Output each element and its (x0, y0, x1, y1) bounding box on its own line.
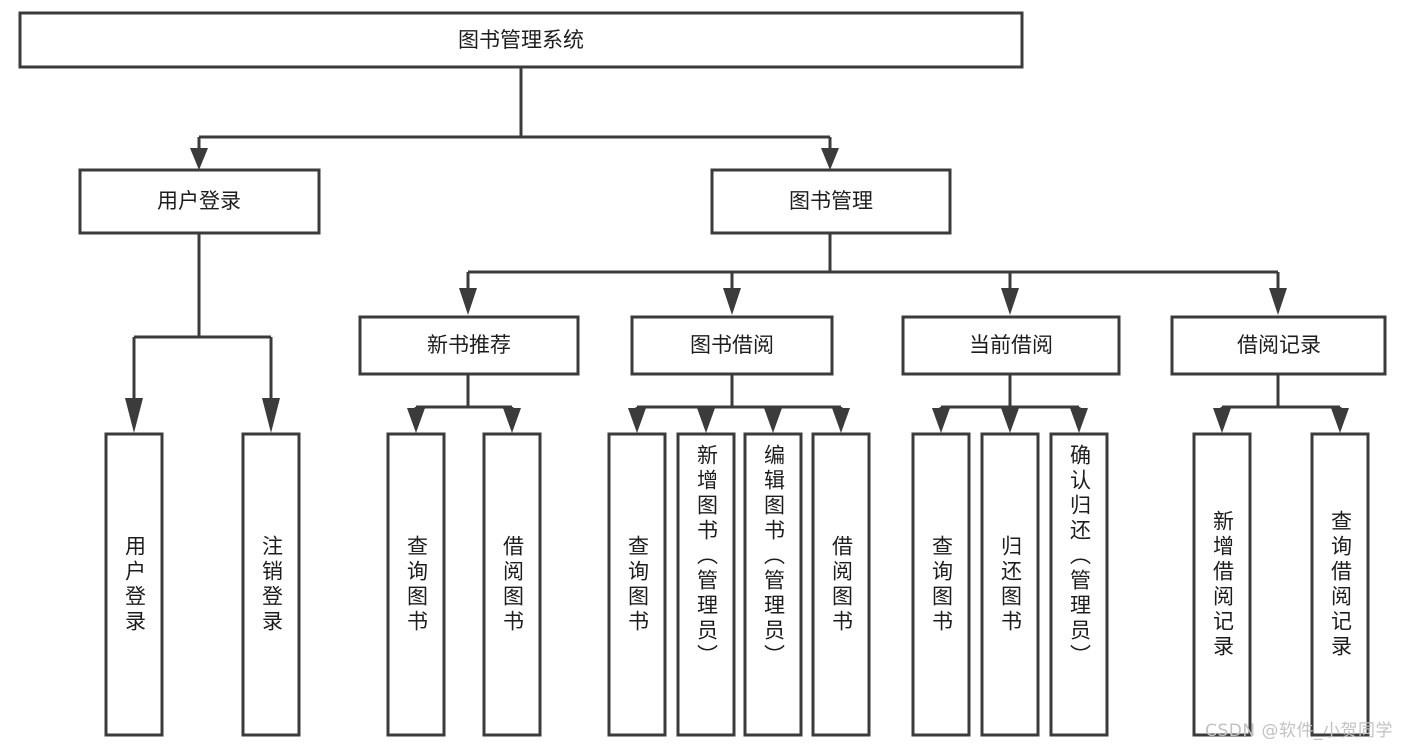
leaf-box-new-book-2[interactable] (482, 432, 542, 737)
arrow-root-to-book-manage-icon (821, 148, 839, 170)
arrow-current-borrow-leaf-2-icon (1001, 408, 1019, 433)
node-book-manage[interactable]: 图书管理 (710, 168, 952, 235)
leaf-box-current-borrow-1[interactable] (911, 432, 971, 737)
node-book-manage-box[interactable] (710, 168, 952, 235)
node-current-borrow-label: 当前借阅 (969, 333, 1053, 357)
leaf-box-book-borrow-4[interactable] (811, 432, 871, 737)
node-root-label: 图书管理系统 (458, 28, 584, 52)
arrow-user-login-leaf-1-icon (125, 398, 143, 433)
leaf-box-borrow-record-1[interactable] (1192, 432, 1252, 737)
node-borrow-record-box[interactable] (1170, 315, 1387, 376)
node-new-book-recommend-box[interactable] (358, 315, 580, 376)
arrow-book-borrow-leaf-1-icon (628, 408, 646, 433)
arrow-book-borrow-leaf-4-icon (832, 408, 850, 433)
leaf-box-borrow-record-2[interactable] (1310, 432, 1370, 737)
connector-layer (125, 67, 1349, 433)
arrow-borrow-record-leaf-2-icon (1331, 408, 1349, 433)
node-user-login[interactable]: 用户登录 (78, 168, 321, 235)
node-borrow-record[interactable]: 借阅记录 (1170, 315, 1387, 376)
watermark-text: CSDN @软件_小贺同学 (1205, 721, 1393, 741)
arrow-new-book-leaf-2-icon (503, 408, 521, 433)
node-book-borrow[interactable]: 图书借阅 (630, 315, 834, 376)
leaf-box-user-login-2[interactable] (241, 432, 301, 737)
arrow-current-borrow-leaf-3-icon (1070, 408, 1088, 433)
arrow-to-new-book-recommend-icon (459, 288, 477, 315)
arrow-root-to-user-login-icon (190, 148, 208, 170)
arrow-borrow-record-leaf-1-icon (1213, 408, 1231, 433)
leaf-box-book-borrow-1[interactable] (607, 432, 667, 737)
arrow-new-book-leaf-1-icon (407, 408, 425, 433)
leaf-box-current-borrow-2[interactable] (980, 432, 1040, 737)
arrow-to-current-borrow-icon (1001, 288, 1019, 315)
node-new-book-recommend-label: 新书推荐 (427, 333, 511, 357)
arrow-user-login-leaf-2-icon (262, 398, 280, 433)
arrow-book-borrow-leaf-2-icon (697, 408, 715, 433)
leaf-box-new-book-1[interactable] (386, 432, 446, 737)
arrow-to-book-borrow-icon (723, 288, 741, 315)
node-new-book-recommend[interactable]: 新书推荐 (358, 315, 580, 376)
node-root-box[interactable] (18, 11, 1024, 69)
leaf-box-book-borrow-3[interactable] (743, 432, 803, 737)
node-root[interactable]: 图书管理系统 (18, 11, 1024, 69)
node-current-borrow-box[interactable] (901, 315, 1121, 376)
leaf-box-current-borrow-3[interactable] (1049, 432, 1109, 737)
leaf-box-layer (104, 432, 1370, 737)
node-user-login-label: 用户登录 (157, 189, 241, 213)
arrow-current-borrow-leaf-1-icon (932, 408, 950, 433)
arrow-book-borrow-leaf-3-icon (764, 408, 782, 433)
node-user-login-box[interactable] (78, 168, 321, 235)
node-borrow-record-label: 借阅记录 (1237, 333, 1321, 357)
leaf-box-book-borrow-2[interactable] (676, 432, 736, 737)
leaf-box-user-login-1[interactable] (104, 432, 164, 737)
node-book-borrow-label: 图书借阅 (690, 333, 774, 357)
node-book-borrow-box[interactable] (630, 315, 834, 376)
node-book-manage-label: 图书管理 (789, 189, 873, 213)
node-current-borrow[interactable]: 当前借阅 (901, 315, 1121, 376)
arrow-to-borrow-record-icon (1269, 288, 1287, 315)
